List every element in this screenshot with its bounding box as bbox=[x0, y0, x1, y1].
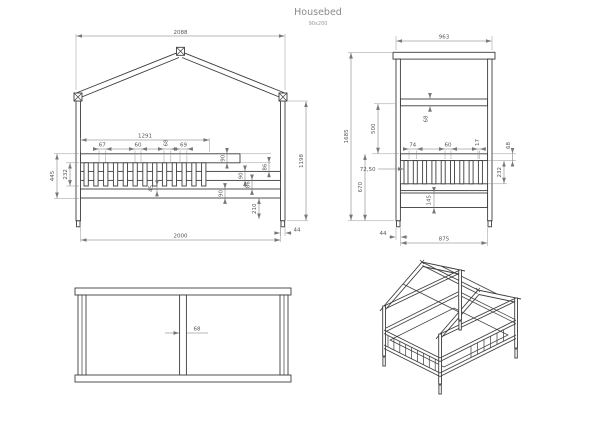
front-view: 2088 1198 1291 67 60 68 69 445 232 45 90… bbox=[50, 30, 308, 242]
dim-side-post-width: 44 bbox=[380, 231, 387, 237]
dim-center-beam-width: 68 bbox=[194, 327, 201, 333]
front-right-foot bbox=[280, 220, 285, 228]
front-right-post bbox=[280, 100, 286, 222]
plan-center-beam bbox=[179, 294, 187, 376]
side-view: 963 1685 500 68 74 60 17 72,50 232 68 67… bbox=[344, 35, 516, 246]
dim-side-gap-a: 74 bbox=[409, 143, 416, 149]
dim-frame-height: 145 bbox=[427, 194, 433, 205]
dim-slat-zone-height: 232 bbox=[63, 169, 69, 180]
side-frame-board bbox=[399, 192, 489, 208]
dim-side-overall-width: 963 bbox=[439, 35, 450, 41]
side-top-rail bbox=[399, 153, 489, 162]
dim-gap-e: 86 bbox=[246, 181, 252, 188]
page-title: Housebed bbox=[294, 7, 342, 18]
plan-top-rail bbox=[74, 287, 292, 296]
page-subtitle: 90x200 bbox=[309, 21, 328, 27]
front-top-rail bbox=[80, 153, 241, 164]
iso-head-guard bbox=[383, 329, 441, 377]
dim-side-overall-height: 1685 bbox=[344, 129, 350, 143]
dim-height-to-eave: 1198 bbox=[299, 154, 305, 168]
dim-side-gap-b: 60 bbox=[445, 143, 452, 149]
side-mid-beam bbox=[399, 98, 489, 107]
side-bottom-rail bbox=[399, 183, 489, 192]
iso-front-guard bbox=[439, 319, 517, 377]
dim-roof-section-height: 500 bbox=[371, 123, 377, 134]
dim-side-gap-c: 17 bbox=[475, 139, 481, 146]
dim-gap-b: 60 bbox=[135, 143, 142, 149]
front-left-post bbox=[75, 100, 81, 222]
dim-rail-thickness: 68 bbox=[506, 142, 512, 149]
front-bottom-rail bbox=[80, 188, 281, 199]
dim-half-offset: 72,50 bbox=[360, 167, 376, 173]
front-mid-rail bbox=[80, 170, 281, 181]
dim-railing-length: 1291 bbox=[138, 134, 152, 140]
isometric-view bbox=[379, 259, 522, 395]
plan-view: 68 bbox=[74, 287, 292, 383]
side-right-foot bbox=[487, 220, 492, 228]
dim-railing-height: 445 bbox=[50, 170, 56, 181]
dim-post-width: 44 bbox=[294, 228, 301, 234]
side-right-post bbox=[487, 58, 493, 222]
dim-rail-c: 90 bbox=[219, 190, 225, 197]
dim-side-slat-zone: 232 bbox=[497, 167, 503, 178]
dim-base-height: 210 bbox=[252, 203, 258, 214]
dim-gap-c: 69 bbox=[180, 143, 187, 149]
dim-slat-width: 68 bbox=[163, 139, 169, 146]
dim-rail-b: 90 bbox=[239, 172, 245, 179]
dim-rail-a: 90 bbox=[221, 154, 227, 161]
dim-overall-width: 2088 bbox=[174, 30, 188, 36]
dim-gap-a: 67 bbox=[99, 143, 106, 149]
dim-gap-d: 86 bbox=[263, 163, 269, 170]
dim-bed-length: 2000 bbox=[174, 234, 188, 240]
front-left-foot bbox=[76, 220, 81, 228]
iso-posts bbox=[382, 269, 518, 395]
side-left-foot bbox=[396, 220, 401, 228]
side-top-beam bbox=[392, 51, 496, 60]
dim-beam-thickness: 68 bbox=[424, 115, 430, 122]
front-roof bbox=[73, 46, 288, 102]
dim-bed-width: 875 bbox=[439, 237, 450, 243]
side-left-post bbox=[395, 58, 401, 222]
side-slats bbox=[403, 160, 483, 185]
dim-railing-height-side: 670 bbox=[358, 182, 364, 193]
plan-bottom-rail bbox=[74, 374, 292, 383]
dim-slat-overlap: 45 bbox=[149, 185, 155, 192]
